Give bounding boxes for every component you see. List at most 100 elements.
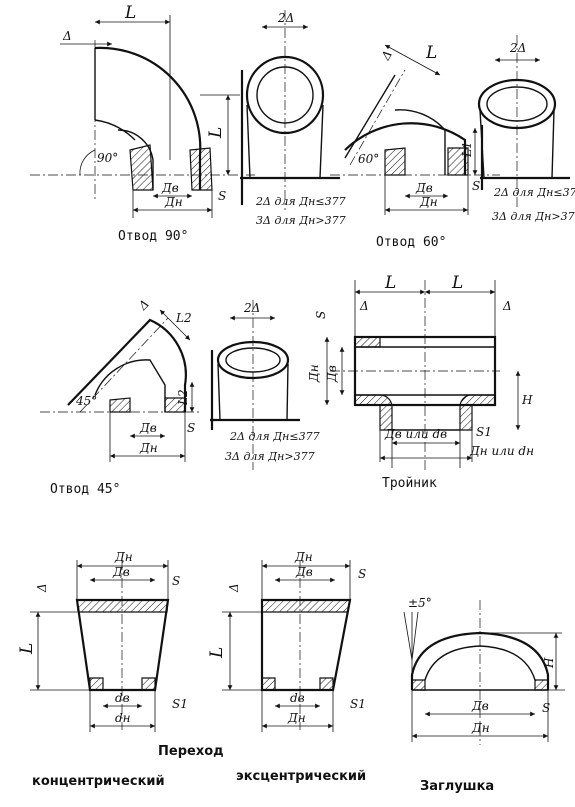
elbow-45-outer-wall bbox=[67, 318, 187, 412]
elbow-45-L2-label: L2 bbox=[175, 311, 192, 325]
elbow-90-delta-label: Δ bbox=[62, 29, 72, 43]
reducer-eccentric-figure: Дн Дв S Δ L dв Дн S1 эксцентрический bbox=[207, 550, 366, 784]
reducer-ecc-wall-left bbox=[261, 677, 276, 691]
tee-caption: Тройник bbox=[382, 476, 437, 491]
reducer-ecc-body bbox=[260, 598, 352, 692]
elbow-60-section: 2Δ 2Δ для Дн≤377 3Δ для Дн>377 bbox=[477, 35, 575, 223]
reducer-ecc-s1-label: S1 bbox=[350, 697, 366, 711]
cap-angle-label: ±5° bbox=[408, 596, 432, 610]
reducer-conc-s-label: S bbox=[172, 574, 180, 588]
elbow-60-L-label: L bbox=[425, 43, 437, 63]
reducer-conc-caption: концентрический bbox=[32, 774, 165, 789]
elbow-90-wall-left bbox=[129, 144, 154, 191]
elbow-90-angle-label: 90° bbox=[97, 151, 118, 165]
cap-s-label: S bbox=[542, 701, 550, 715]
elbow-60-dv-label: Дв bbox=[415, 181, 433, 195]
reducer-ecc-s-label: S bbox=[358, 567, 366, 581]
elbow-60-delta-label: Δ bbox=[378, 48, 395, 63]
tee-dv-label: Дв bbox=[325, 365, 339, 383]
tee-s-label: S bbox=[314, 311, 328, 319]
tee-wall-right bbox=[459, 394, 496, 431]
reducer-conc-wall-top bbox=[76, 599, 169, 613]
elbow-60-caption: Отвод 60° bbox=[376, 235, 446, 250]
reducer-conc-wall-right bbox=[141, 677, 156, 691]
reducer-conc-wall-left bbox=[89, 677, 104, 691]
reducer-ecc-caption: эксцентрический bbox=[236, 769, 366, 784]
tee-h-label: H bbox=[521, 393, 533, 407]
reducer-ecc-dv-label: Дв bbox=[295, 565, 313, 579]
reducer-conc-L-label: L bbox=[17, 643, 37, 655]
elbow-45-caption: Отвод 45° bbox=[50, 482, 120, 497]
section-60-note-1: 2Δ для Дн≤377 bbox=[493, 186, 575, 199]
elbow-90-outer-wall bbox=[94, 46, 202, 190]
reducer-conc-s1-label: S1 bbox=[172, 697, 188, 711]
tee-delta-left-label: Δ bbox=[359, 299, 369, 313]
tee-wall-top bbox=[354, 336, 381, 348]
section-60-note-2: 3Δ для Дн>377 bbox=[492, 210, 575, 223]
elbow-90-dn-label: Дн bbox=[164, 195, 183, 209]
elbow-60-wall-left bbox=[384, 147, 406, 176]
elbow-90-L-label: L bbox=[124, 3, 136, 23]
cap-h-label: H bbox=[542, 657, 556, 669]
reducer-ecc-delta-label: Δ bbox=[227, 583, 241, 593]
reducer-conc-dv-small-label: dв bbox=[115, 691, 130, 705]
elbow-45-delta-label: Δ bbox=[135, 297, 152, 314]
reducer-heading: Переход bbox=[158, 744, 224, 759]
elbow-90-section: 2Δ 2Δ для Дн≤377 3Δ для Дн>377 bbox=[240, 10, 346, 227]
elbow-45-wall-left bbox=[109, 397, 131, 413]
elbow-45-angle-label: 45° bbox=[75, 394, 97, 408]
reducer-ecc-wall-top bbox=[261, 599, 351, 613]
section-90-note-2: 3Δ для Дн>377 bbox=[256, 214, 346, 227]
cap-dv-label: Дв bbox=[471, 699, 489, 713]
cap-caption: Заглушка bbox=[420, 779, 494, 794]
elbow-90-s-label: S bbox=[218, 189, 226, 203]
elbow-60-figure: L Δ L1 60° Дв Дн S Отвод 60° bbox=[330, 43, 500, 250]
elbow-45-figure: Δ L2 L2 45° Дв Дн S Отвод 45° bbox=[40, 297, 200, 497]
section-45-2delta: 2Δ bbox=[243, 301, 260, 315]
cap-dn-label: Дн bbox=[471, 721, 490, 735]
elbow-45-L2-right-label: L2 bbox=[176, 389, 190, 406]
tee-dn-label: Дн bbox=[307, 364, 321, 383]
elbow-45-dv-label: Дв bbox=[139, 421, 157, 435]
tee-L-left-label: L bbox=[384, 273, 396, 293]
reducer-concentric-figure: Дн Дв S Δ L dв dн S1 Переход концентриче… bbox=[17, 550, 224, 789]
reducer-conc-delta-label: Δ bbox=[35, 583, 49, 593]
reducer-ecc-dn-label: Дн bbox=[294, 550, 313, 564]
tee-wall-left bbox=[354, 394, 393, 431]
tee-L-right-label: L bbox=[451, 273, 463, 293]
reducer-ecc-dn-small-label: Дн bbox=[287, 711, 306, 725]
cap-wall-left bbox=[411, 679, 426, 691]
elbow-60-outer-wall bbox=[344, 122, 467, 175]
elbow-90-caption: Отвод 90° bbox=[118, 229, 188, 244]
cap-wall-right bbox=[534, 679, 549, 691]
section-45-note-1: 2Δ для Дн≤377 bbox=[229, 430, 320, 443]
reducer-conc-dn-label: Дн bbox=[114, 550, 133, 564]
reducer-conc-dn-small-label: dн bbox=[115, 711, 131, 725]
elbow-90-L-right-label: L bbox=[206, 127, 226, 139]
elbow-90-wall-right bbox=[189, 147, 213, 191]
elbow-60-dn-label: Дн bbox=[419, 195, 438, 209]
elbow-45-section: 2Δ 2Δ для Дн≤377 3Δ для Дн>377 bbox=[210, 300, 320, 470]
elbow-60-s-label: S bbox=[472, 179, 480, 193]
elbow-60-L1-label: L1 bbox=[460, 141, 474, 158]
tee-delta-right-label: Δ bbox=[502, 299, 512, 313]
elbow-90-dv-label: Дв bbox=[161, 181, 179, 195]
reducer-ecc-L-label: L bbox=[207, 647, 227, 659]
reducer-ecc-dv-small-label: dв bbox=[290, 691, 305, 705]
tee-dv-or-dv-label: Дв или dв bbox=[384, 427, 447, 441]
tee-s1-label: S1 bbox=[476, 425, 492, 439]
section-45-note-2: 3Δ для Дн>377 bbox=[225, 450, 315, 463]
section-60-2delta: 2Δ bbox=[509, 41, 526, 55]
elbow-90-figure: L Δ L 90° Дв Дн S Отвод 90° bbox=[30, 3, 255, 244]
cap-figure: ±5° H Дв Дн S Заглушка bbox=[403, 596, 565, 794]
elbow-60-angle-label: 60° bbox=[358, 152, 379, 166]
elbow-45-s-label: S bbox=[187, 421, 195, 435]
section-90-note-1: 2Δ для Дн≤377 bbox=[255, 195, 346, 208]
tee-dn-or-dn-label: Дн или dн bbox=[469, 444, 534, 458]
reducer-ecc-wall-right bbox=[319, 677, 334, 691]
reducer-conc-dv-label: Дв bbox=[112, 565, 130, 579]
tee-figure: L L Δ Δ S Дн Дв H Дв или dв Дн или dн S1… bbox=[307, 273, 534, 491]
reducer-conc-body bbox=[75, 598, 170, 692]
section-90-2delta: 2Δ bbox=[277, 11, 294, 25]
